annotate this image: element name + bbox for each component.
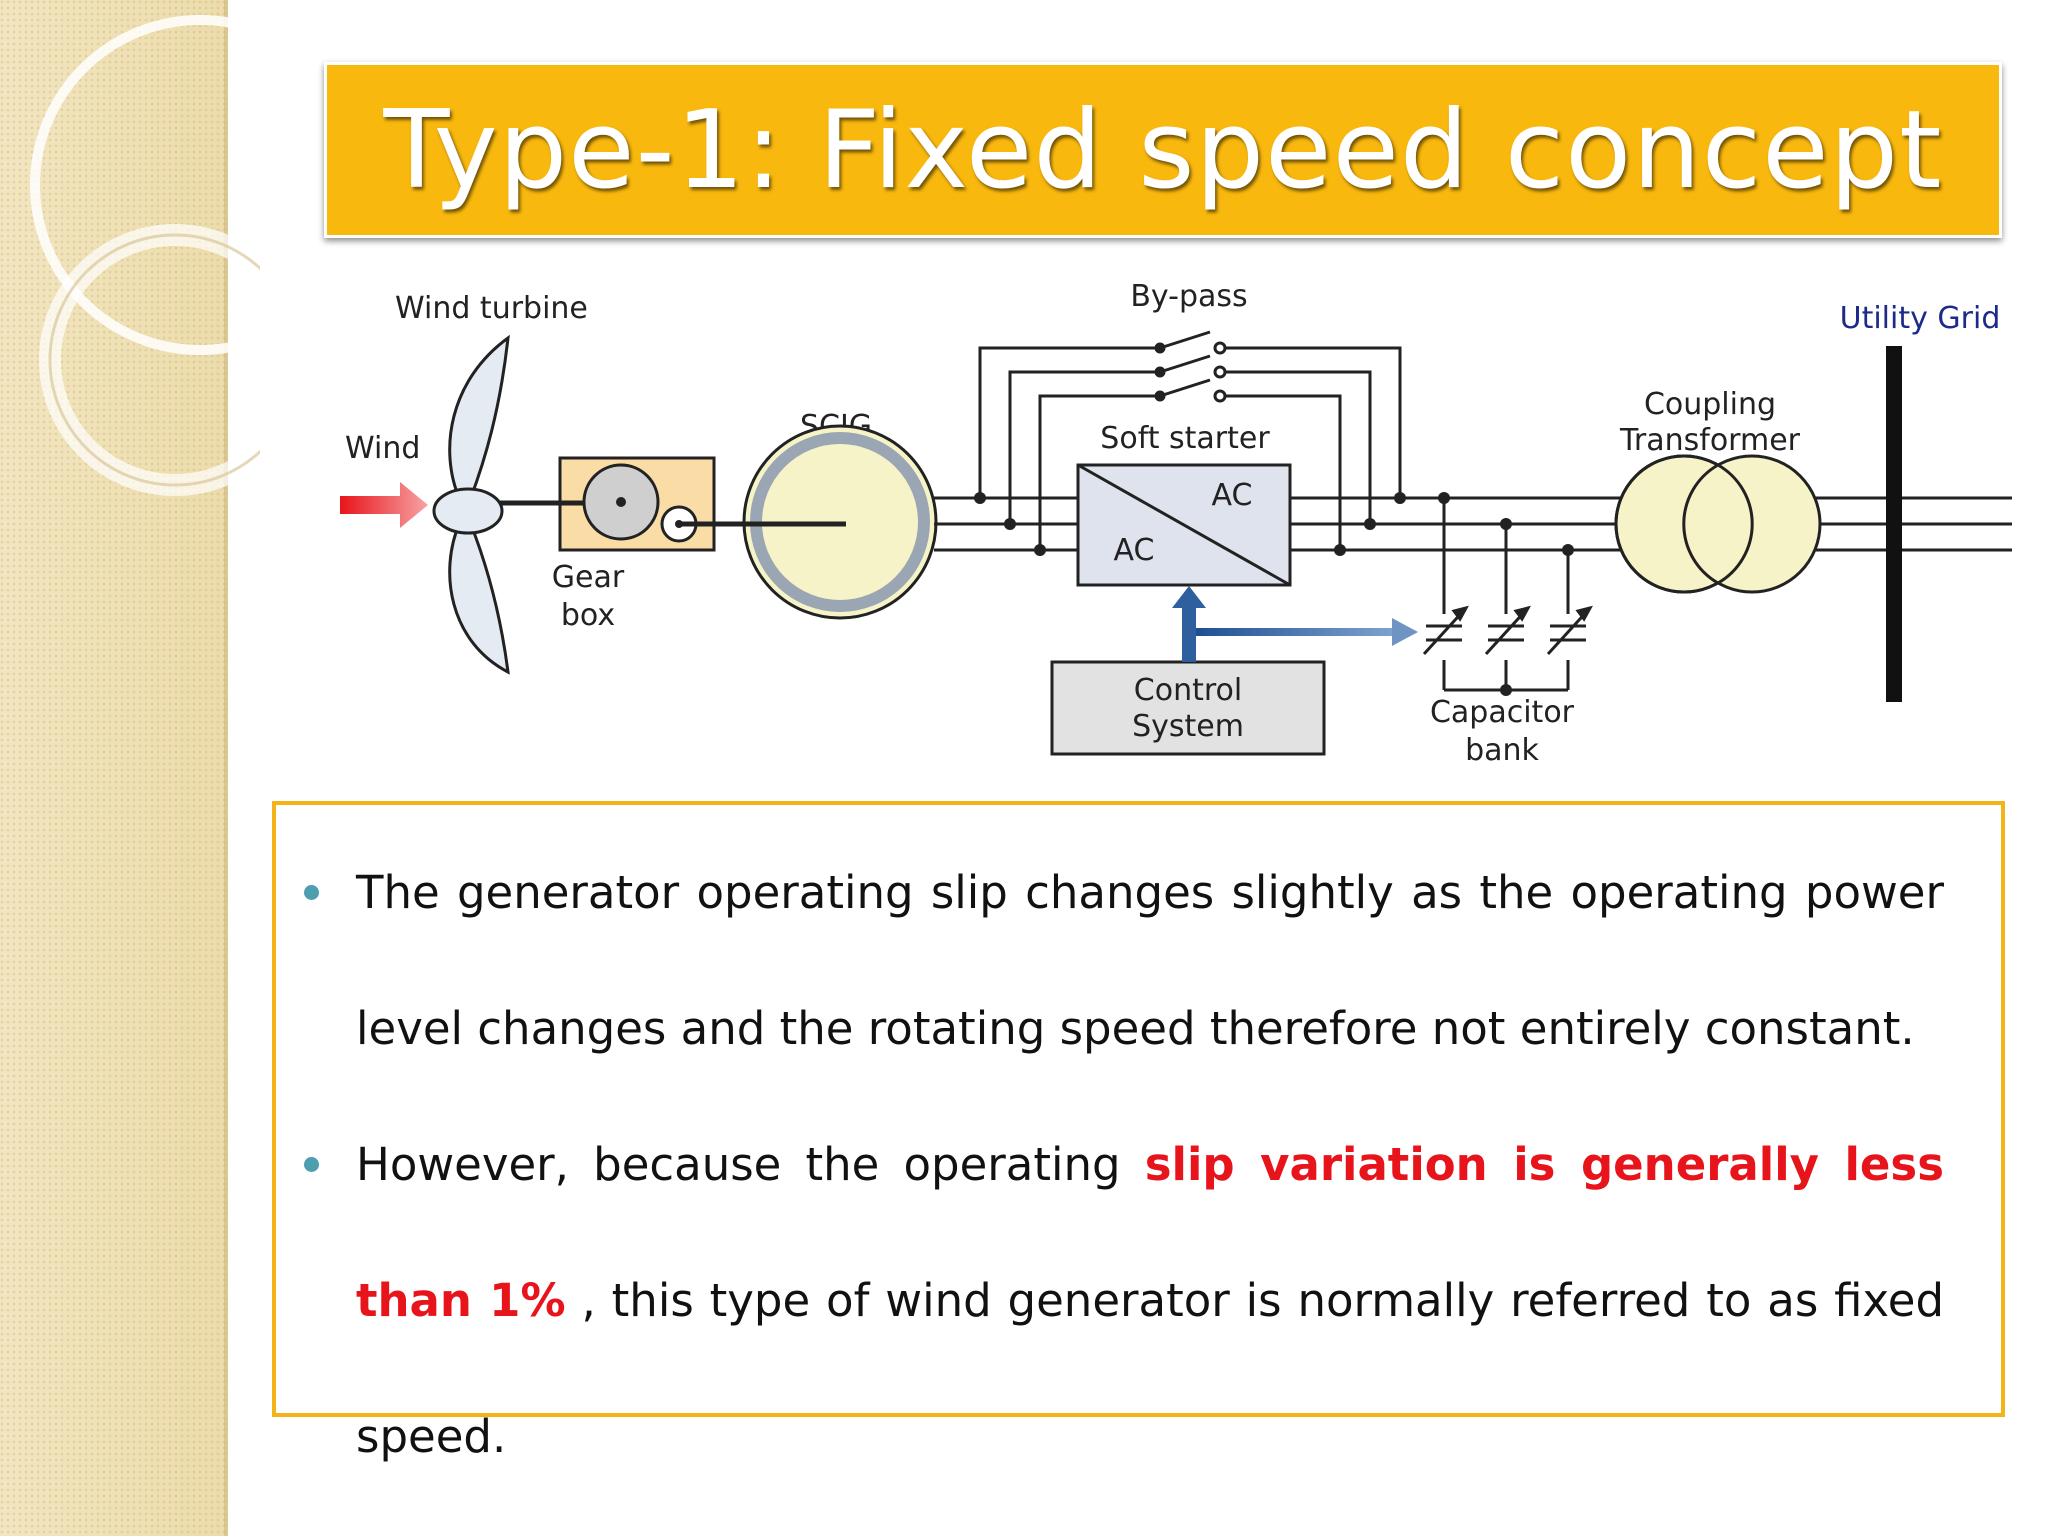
capacitor-label-2: bank [1465, 733, 1539, 768]
soft-starter-label: Soft starter [1100, 421, 1270, 456]
gearbox-icon [558, 456, 716, 552]
content-box: The generator operating slip changes sli… [272, 801, 2005, 1463]
bullet-2-text: However, because the operating slip vari… [320, 1097, 1944, 1505]
wind-turbine-label: Wind turbine [395, 291, 588, 326]
bullet-2: However, because the operating slip vari… [304, 1097, 1944, 1505]
bypass-switch-icon [1154, 330, 1227, 404]
bullet-2-highlight: slip variation is generally less than 1% [356, 1138, 1945, 1327]
bullet-2-text-after: , this type of wind generator is normall… [356, 1274, 1945, 1463]
coupling-transformer-icon [1614, 454, 1822, 594]
bullet-2-text-before: However, because the operating [356, 1138, 1145, 1191]
utility-grid-bus [1886, 346, 1902, 702]
control-system-label-2: System [1132, 709, 1244, 744]
wind-turbine-diagram: Wind turbine Wind Gear box SCIG By-pass … [340, 279, 2012, 768]
title-bar: Type-1: Fixed speed concept [324, 62, 2002, 238]
capacitor-label-1: Capacitor [1430, 695, 1575, 730]
coupling-label-2: Transformer [1619, 423, 1801, 458]
gearbox-label-2: box [561, 598, 615, 633]
gearbox-label-1: Gear [552, 560, 625, 595]
decorative-rings [30, 15, 260, 496]
slide-title: Type-1: Fixed speed concept [383, 87, 1943, 213]
bypass-label: By-pass [1130, 279, 1247, 314]
bullet-dot-icon [304, 885, 319, 900]
soft-starter-ac-output: AC [1212, 478, 1253, 513]
wind-label: Wind [345, 431, 420, 466]
bullet-dot-icon [304, 1157, 319, 1172]
utility-grid-label: Utility Grid [1840, 301, 2001, 336]
control-system-label-1: Control [1134, 673, 1242, 708]
soft-starter-converter [1076, 463, 1292, 587]
capacitor-bank-icon [1422, 605, 1593, 660]
bullet-1-text-main: The generator operating slip changes sli… [356, 866, 1944, 1055]
soft-starter-ac-input: AC [1114, 533, 1155, 568]
coupling-label-1: Coupling [1644, 387, 1776, 422]
control-system-box [1050, 660, 1326, 756]
wind-turbine-blades-icon [432, 334, 510, 675]
wind-arrow-icon [340, 482, 428, 528]
control-signal-arrow-icon [1172, 586, 1418, 662]
bullet-1: The generator operating slip changes sli… [304, 825, 1944, 1097]
bullet-1-text: The generator operating slip changes sli… [320, 825, 1944, 1097]
junction-dots [974, 492, 1574, 696]
